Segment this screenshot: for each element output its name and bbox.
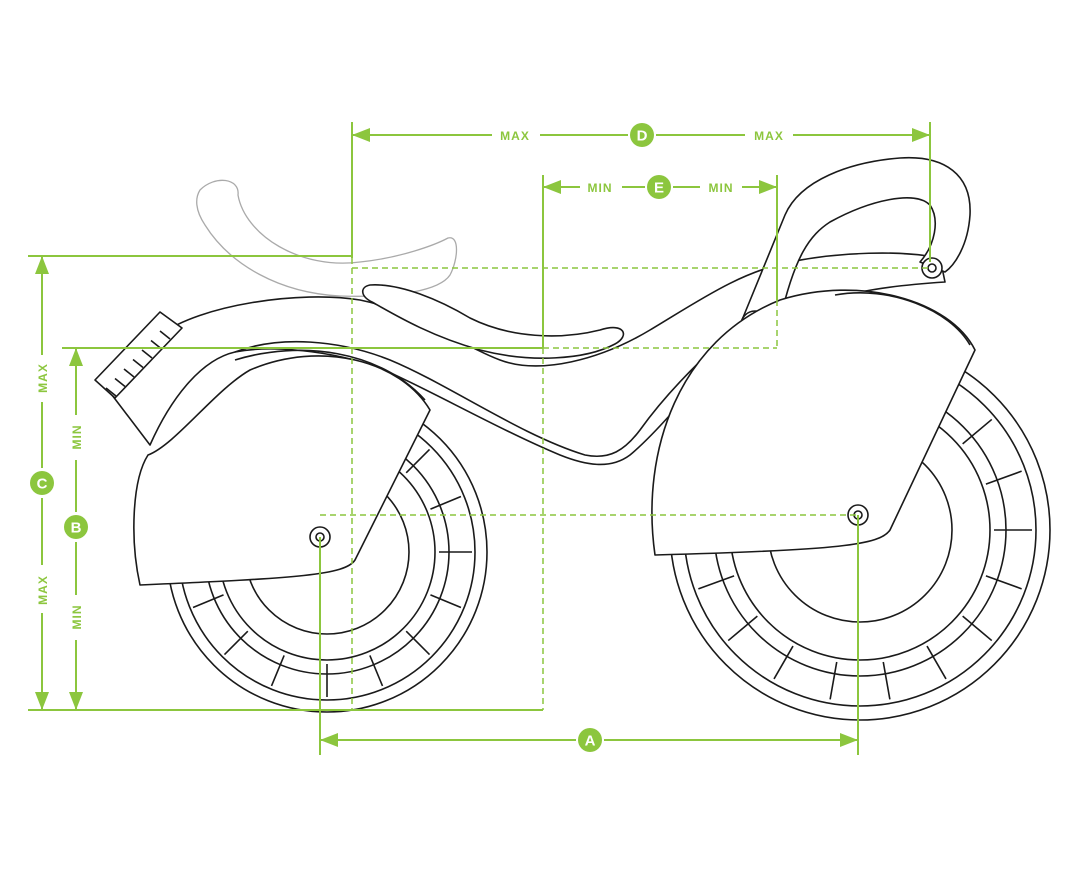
- knob-ridge: [141, 349, 153, 359]
- tire-tread: [430, 495, 462, 510]
- tire-tread: [270, 655, 285, 687]
- tire-tread: [962, 615, 993, 642]
- tire-tread: [405, 448, 431, 474]
- dimension-b-bottom-label: MIN: [70, 605, 84, 630]
- adjustment-knob: [94, 311, 183, 399]
- dimension-b-top-label: MIN: [70, 425, 84, 450]
- tire-tread: [773, 645, 794, 680]
- tire-tread: [369, 655, 384, 687]
- knob-ridge: [132, 358, 144, 369]
- tire-tread: [985, 575, 1022, 590]
- dimension-c-bottom-label: MAX: [36, 575, 50, 605]
- knob-ridge: [123, 368, 135, 378]
- tire-tread: [698, 575, 735, 590]
- tire-tread: [727, 615, 758, 642]
- dimension-e: MIN MIN E: [543, 175, 777, 199]
- tire-tread: [962, 418, 993, 445]
- tire-tread: [829, 661, 838, 700]
- dimension-a: A: [320, 728, 858, 752]
- knob-ridge: [105, 387, 117, 397]
- dimension-b: MIN MIN B: [64, 348, 88, 710]
- tire-tread: [223, 630, 249, 656]
- dimension-c-top-label: MAX: [36, 363, 50, 393]
- dimension-d-right-label: MAX: [754, 129, 784, 143]
- dimension-guides: [28, 122, 931, 755]
- dimension-d-letter: D: [637, 128, 648, 145]
- dimension-a-letter: A: [585, 733, 596, 750]
- handlebar: [741, 156, 971, 321]
- dimension-e-left-label: MIN: [588, 181, 613, 195]
- dimension-d-left-label: MAX: [500, 129, 530, 143]
- knob-ridge: [114, 377, 126, 388]
- rear-fender: [133, 355, 431, 586]
- dimension-d: MAX MAX D: [352, 123, 930, 147]
- dimension-c: MAX MAX C: [30, 256, 54, 710]
- seat: [361, 284, 625, 359]
- tire-tread: [405, 630, 431, 656]
- tire-tread: [430, 594, 462, 609]
- dimension-e-right-label: MIN: [709, 181, 734, 195]
- knob-ridge: [159, 330, 171, 340]
- tire-tread: [926, 645, 947, 680]
- dimension-e-letter: E: [654, 180, 664, 197]
- tire-tread: [192, 594, 224, 609]
- tire-tread: [882, 661, 891, 700]
- dimension-b-letter: B: [71, 520, 82, 537]
- seat-max-ghost: [196, 179, 458, 297]
- tire-tread: [985, 470, 1022, 485]
- dimension-c-letter: C: [37, 476, 48, 493]
